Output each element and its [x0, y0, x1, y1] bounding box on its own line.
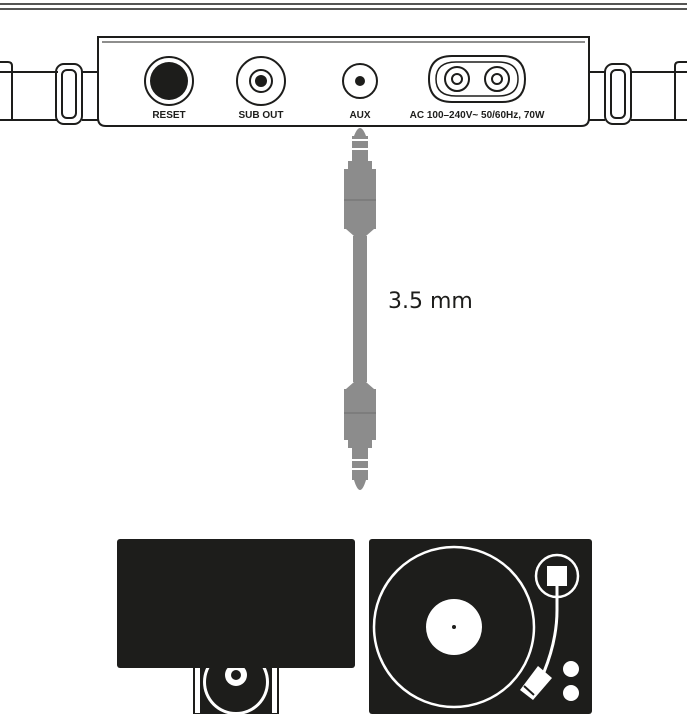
cable-wire [353, 236, 367, 382]
platter [372, 545, 536, 709]
aux-label: AUX [349, 110, 370, 121]
sub-out-label: SUB OUT [239, 110, 284, 121]
power-label: AC 100–240V~ 50/60Hz, 70W [410, 110, 545, 121]
cartridge [520, 666, 552, 700]
aux-port: AUX [342, 63, 378, 121]
aux-cable [344, 128, 376, 490]
top-plug [344, 128, 376, 236]
cd-player-icon [117, 539, 355, 714]
left-mount-bracket [0, 61, 98, 125]
power-socket: AC 100–240V~ 50/60Hz, 70W [410, 55, 545, 121]
sub-out-port: SUB OUT [236, 56, 286, 121]
tonearm [542, 586, 559, 673]
speed-knob-2 [563, 685, 579, 701]
top-border [0, 3, 687, 10]
cable-size-label: 3.5 mm [388, 289, 473, 314]
reset-port: RESET [144, 56, 194, 121]
right-mount-bracket [589, 61, 687, 125]
reset-label: RESET [152, 110, 185, 121]
bottom-plug [344, 382, 376, 490]
speed-knob-1 [563, 661, 579, 677]
turntable-icon [369, 539, 592, 714]
